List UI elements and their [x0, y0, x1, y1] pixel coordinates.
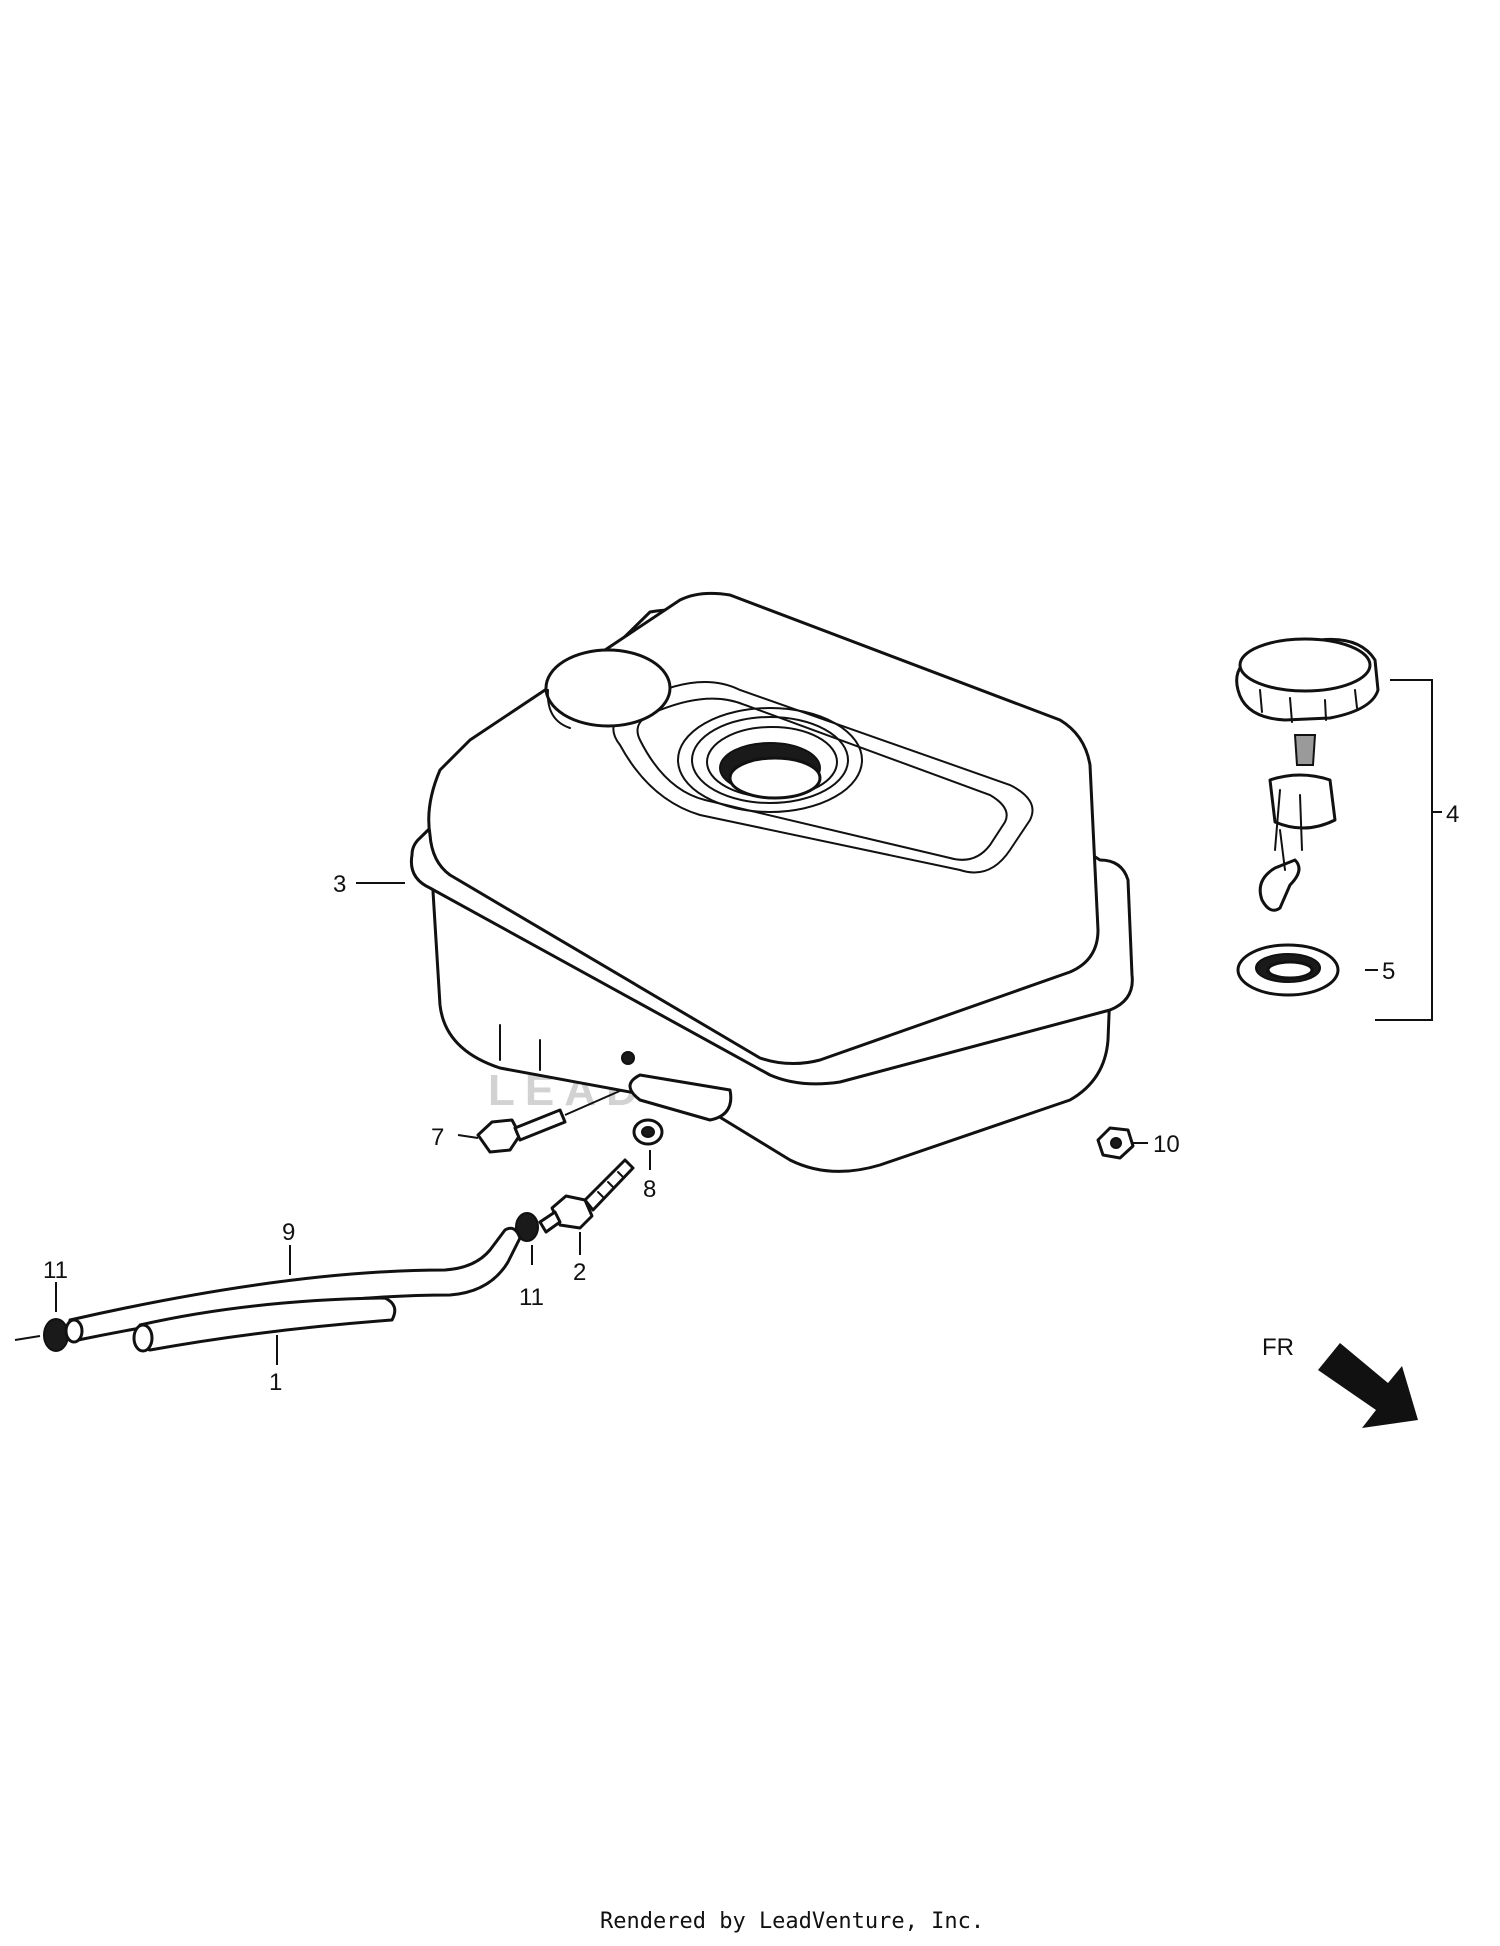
leader-lines [55, 679, 1442, 1365]
callout-3: 3 [333, 871, 346, 898]
front-arrow-icon [1318, 1343, 1418, 1428]
front-direction-indicator: FR [1262, 1334, 1418, 1428]
cap-seal-washer [1236, 943, 1340, 997]
fr-label: FR [1262, 1334, 1294, 1361]
callout-2: 2 [573, 1259, 586, 1286]
callout-7: 7 [431, 1124, 444, 1151]
hose-clip-center [515, 1212, 539, 1242]
rendered-by-footer: Rendered by LeadVenture, Inc. [600, 1909, 984, 1934]
sealing-washer [632, 1118, 664, 1146]
callout-9: 9 [282, 1219, 295, 1246]
callout-1: 1 [269, 1369, 282, 1396]
callout-10: 10 [1153, 1131, 1180, 1158]
callout-5: 5 [1382, 958, 1395, 985]
callout-labels: 3 4 5 7 8 10 2 9 1 11 11 [43, 801, 1459, 1396]
callout-11-center: 11 [519, 1284, 544, 1311]
hex-nut [1096, 1126, 1135, 1160]
fuel-cock-fitting [538, 1158, 635, 1234]
callout-8: 8 [643, 1176, 656, 1203]
callout-11-left: 11 [43, 1257, 68, 1284]
hose-clip-left [14, 1318, 69, 1352]
fuel-filler-cap [1235, 637, 1380, 912]
callout-4: 4 [1446, 801, 1459, 828]
bolt [476, 1089, 623, 1154]
fuel-hose [132, 1296, 397, 1353]
fuel-tank [409, 591, 1134, 1173]
